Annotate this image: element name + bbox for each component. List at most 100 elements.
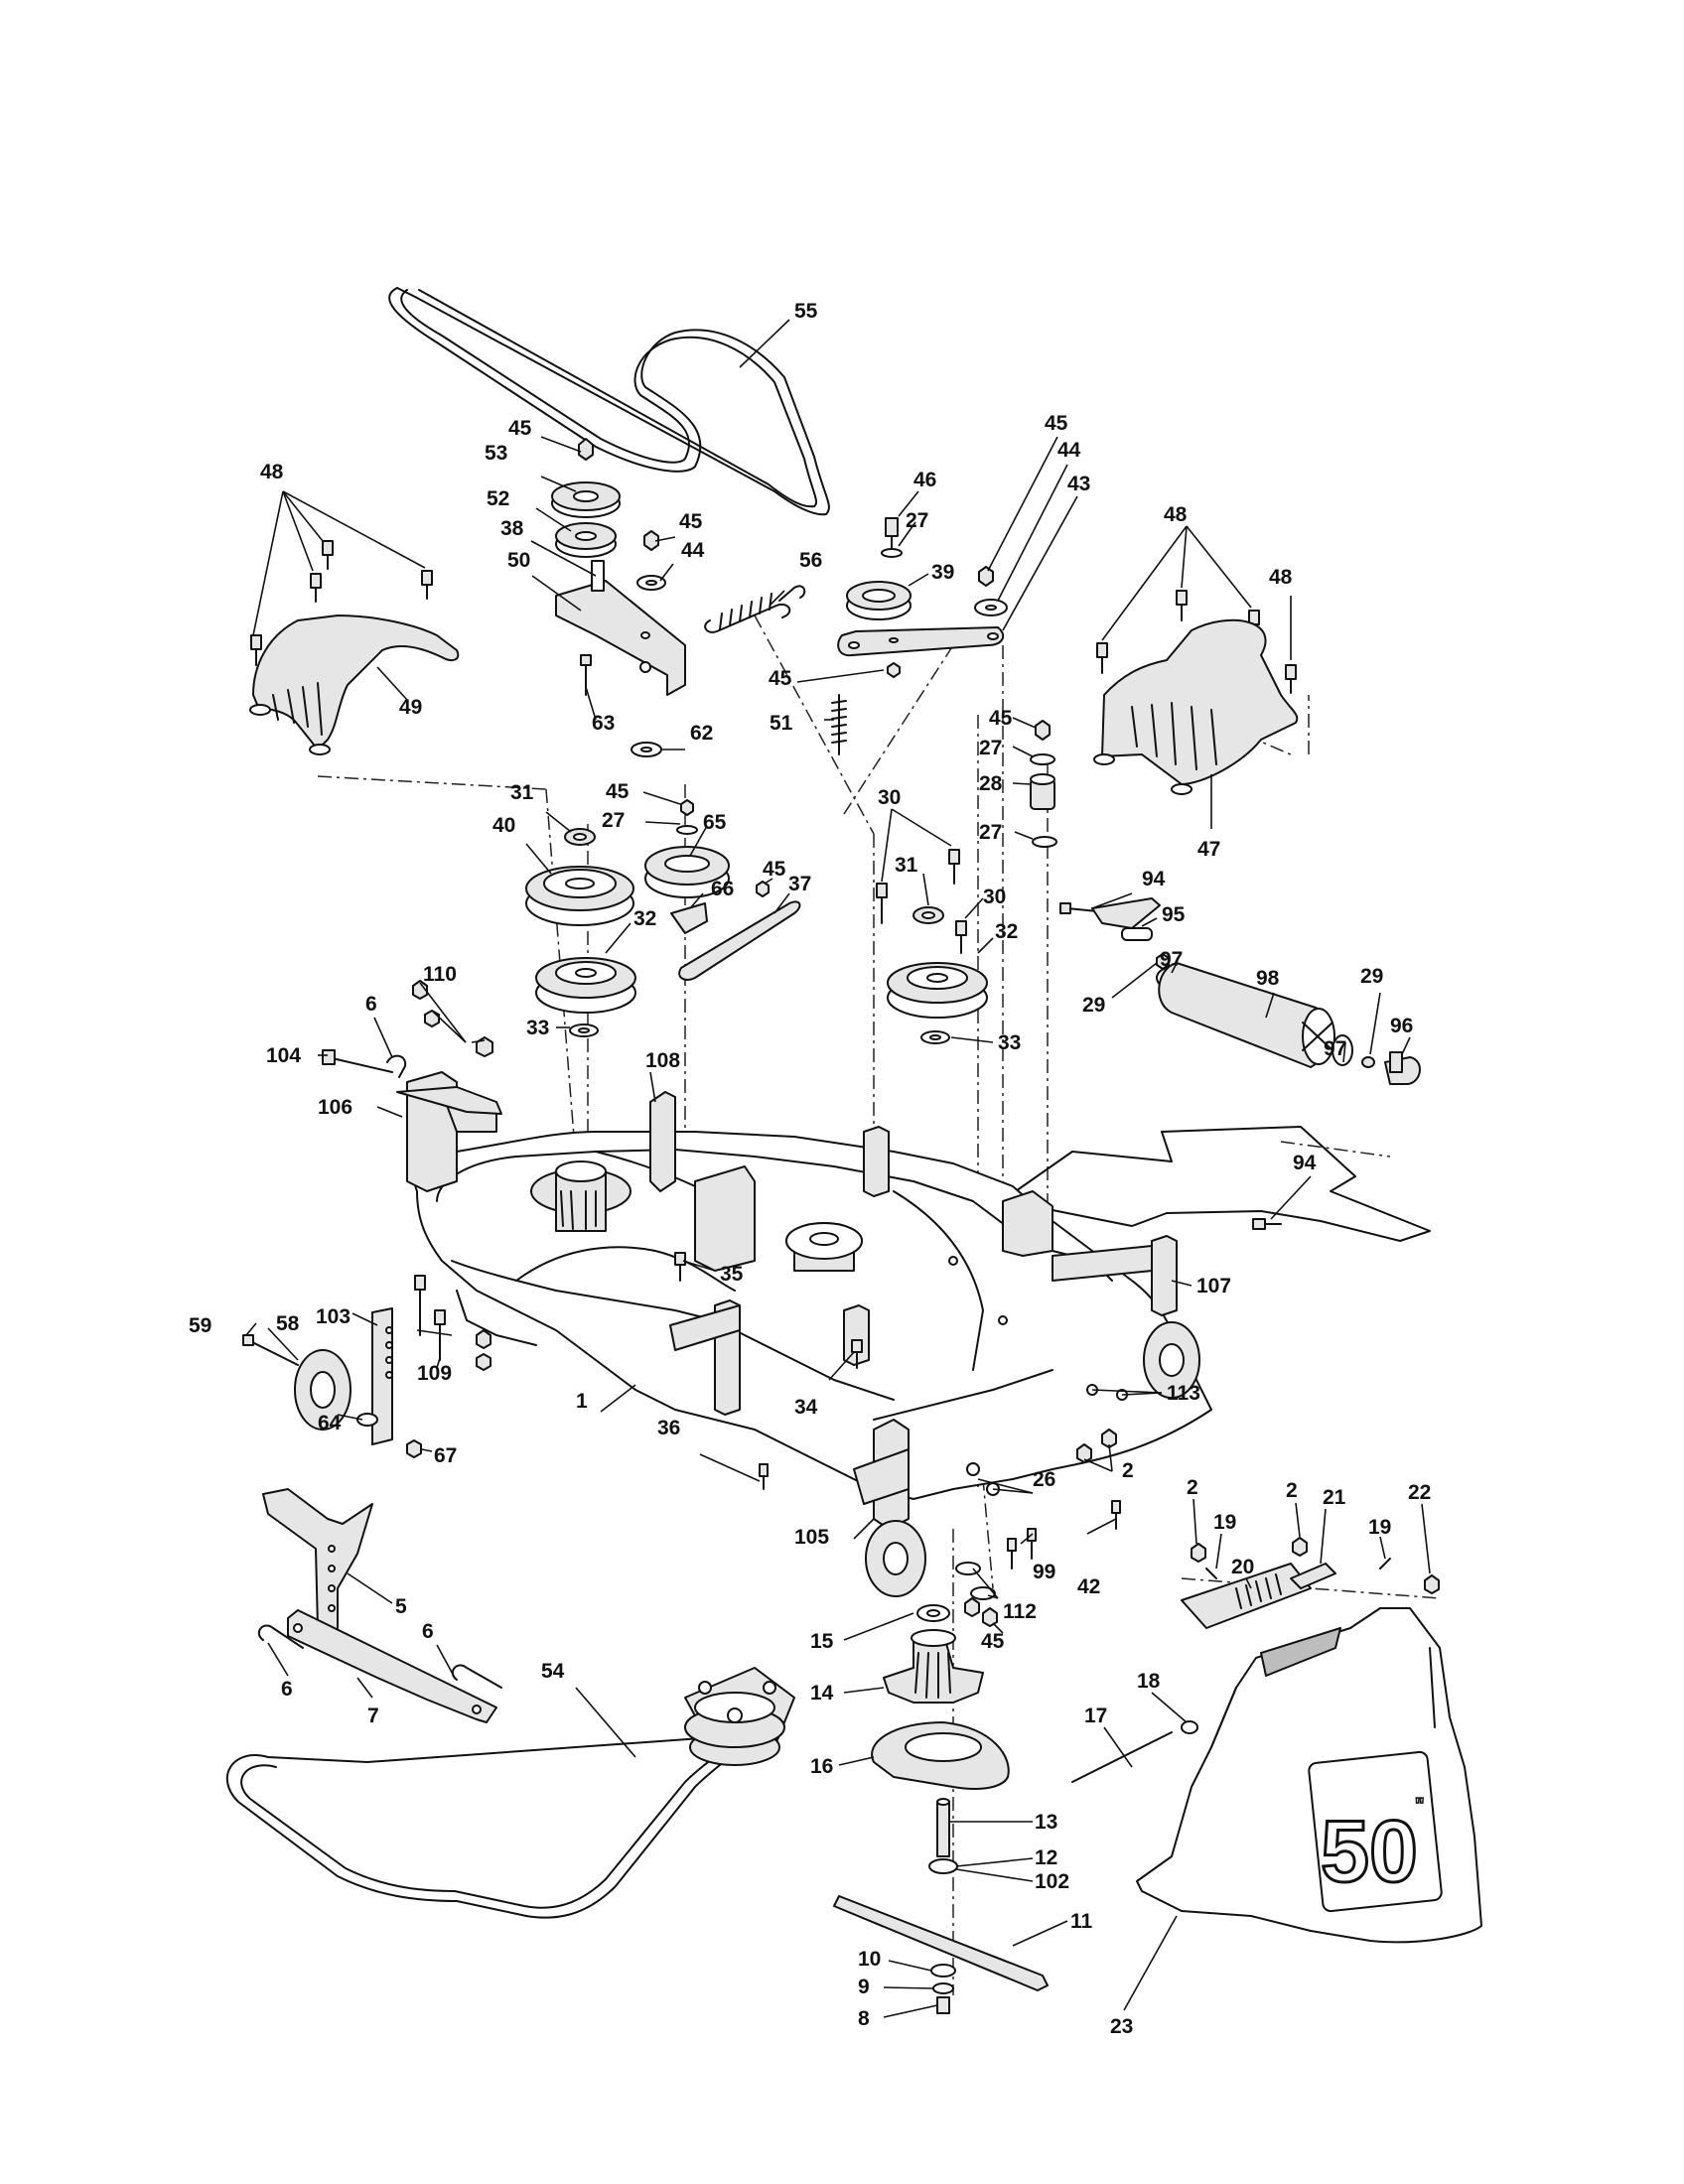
- callout-11: 11: [1070, 1910, 1093, 1933]
- callout-62: 62: [690, 722, 713, 745]
- spring-56: [704, 585, 806, 633]
- callout-19: 19: [1368, 1516, 1391, 1539]
- callout-45: 45: [1045, 412, 1068, 435]
- callout-30: 30: [983, 886, 1006, 908]
- belt-cover-49: [249, 614, 460, 755]
- callout-31: 31: [895, 854, 918, 877]
- hardware-109-110-104: [322, 980, 502, 1371]
- callout-45: 45: [981, 1630, 1005, 1653]
- washer-stack-45-44: [636, 530, 666, 591]
- callout-19: 19: [1213, 1511, 1236, 1534]
- callout-52: 52: [487, 487, 509, 510]
- deck-bracket-outline: [1012, 1126, 1431, 1242]
- callout-56: 56: [799, 549, 822, 572]
- callout-29: 29: [1082, 994, 1105, 1017]
- callout-96: 96: [1390, 1015, 1413, 1037]
- callout-2: 2: [1286, 1479, 1298, 1502]
- callout-12: 12: [1035, 1846, 1057, 1869]
- callout-22: 22: [1408, 1481, 1431, 1504]
- callout-95: 95: [1162, 903, 1186, 926]
- callout-31: 31: [510, 781, 534, 804]
- callout-27: 27: [602, 809, 625, 832]
- callout-48: 48: [260, 461, 284, 483]
- leader-lines: [245, 319, 1431, 2018]
- callout-105: 105: [794, 1526, 829, 1549]
- deck-brackets: [371, 1071, 1178, 1530]
- callout-54: 54: [541, 1660, 565, 1683]
- spindle-pulley-left: [525, 828, 636, 1037]
- callout-40: 40: [492, 814, 515, 837]
- callout-39: 39: [931, 561, 954, 584]
- part-callout-labels: 55 45 53 52 38 50 63 62 45 44 56 45 51 4…: [189, 300, 1431, 2038]
- callout-16: 16: [810, 1755, 833, 1778]
- idler-arm-assembly-right: [837, 517, 1008, 678]
- callout-21: 21: [1323, 1486, 1346, 1509]
- callout-38: 38: [500, 517, 524, 540]
- callout-106: 106: [318, 1096, 352, 1119]
- callout-45: 45: [606, 780, 630, 803]
- callout-2: 2: [1122, 1459, 1134, 1482]
- callout-45: 45: [769, 667, 792, 690]
- callout-45: 45: [763, 858, 786, 881]
- belt-54-and-clutch: [225, 1667, 795, 1919]
- callout-49: 49: [399, 696, 422, 719]
- gauge-wheels: [242, 1321, 1200, 1597]
- callout-53: 53: [485, 442, 507, 465]
- callout-33: 33: [998, 1031, 1021, 1054]
- callout-5: 5: [395, 1595, 407, 1618]
- link-arm-7: [257, 1609, 502, 1723]
- callout-1: 1: [576, 1390, 588, 1413]
- callout-17: 17: [1084, 1705, 1107, 1727]
- callout-51: 51: [770, 712, 793, 735]
- callout-97: 97: [1324, 1037, 1346, 1060]
- callout-50: 50: [507, 549, 530, 572]
- callout-58: 58: [276, 1312, 300, 1335]
- callout-48: 48: [1269, 566, 1293, 589]
- spacer-stack-28: [1030, 720, 1057, 848]
- callout-110: 110: [423, 963, 457, 986]
- callout-28: 28: [979, 772, 1003, 795]
- deck-size-badge: 50: [1321, 1802, 1418, 1900]
- callout-6: 6: [422, 1620, 434, 1643]
- callout-13: 13: [1035, 1811, 1057, 1834]
- spindle-assembly-lower: [833, 1562, 1049, 2014]
- callout-45: 45: [508, 417, 532, 440]
- callout-44: 44: [681, 539, 705, 562]
- deck-spindle-right: [785, 1222, 863, 1272]
- callout-112: 112: [1003, 1600, 1037, 1623]
- callout-59: 59: [189, 1314, 211, 1337]
- callout-104: 104: [266, 1044, 301, 1067]
- callout-67: 67: [434, 1444, 457, 1467]
- anti-scalp-roller-assembly: [1059, 897, 1421, 1085]
- callout-99: 99: [1033, 1561, 1055, 1583]
- callout-9: 9: [858, 1976, 870, 1998]
- callout-102: 102: [1035, 1870, 1069, 1893]
- callout-18: 18: [1137, 1670, 1161, 1693]
- callout-32: 32: [995, 920, 1018, 943]
- callout-6: 6: [365, 993, 377, 1016]
- callout-97: 97: [1160, 948, 1183, 971]
- callout-14: 14: [810, 1682, 834, 1705]
- discharge-chute-assembly: 50 ": [1071, 1537, 1482, 1944]
- center-idler-pulley: [644, 799, 801, 981]
- callout-63: 63: [592, 712, 615, 735]
- callout-8: 8: [858, 2007, 870, 2030]
- callout-34: 34: [794, 1396, 818, 1419]
- callout-26: 26: [1033, 1468, 1055, 1491]
- callout-47: 47: [1197, 838, 1220, 861]
- mounting-bracket-5: [262, 1488, 373, 1639]
- callout-36: 36: [657, 1417, 680, 1439]
- callout-15: 15: [810, 1630, 834, 1653]
- callout-48: 48: [1164, 503, 1188, 526]
- callout-55: 55: [794, 300, 818, 323]
- spindle-pulley-right: [876, 849, 988, 1044]
- callout-30: 30: [878, 786, 901, 809]
- callout-45: 45: [989, 707, 1013, 730]
- callout-27: 27: [979, 821, 1002, 844]
- callout-98: 98: [1256, 967, 1280, 990]
- callout-6: 6: [281, 1678, 293, 1701]
- callout-35: 35: [720, 1263, 744, 1286]
- callout-2: 2: [1187, 1476, 1198, 1499]
- callout-44: 44: [1057, 439, 1081, 462]
